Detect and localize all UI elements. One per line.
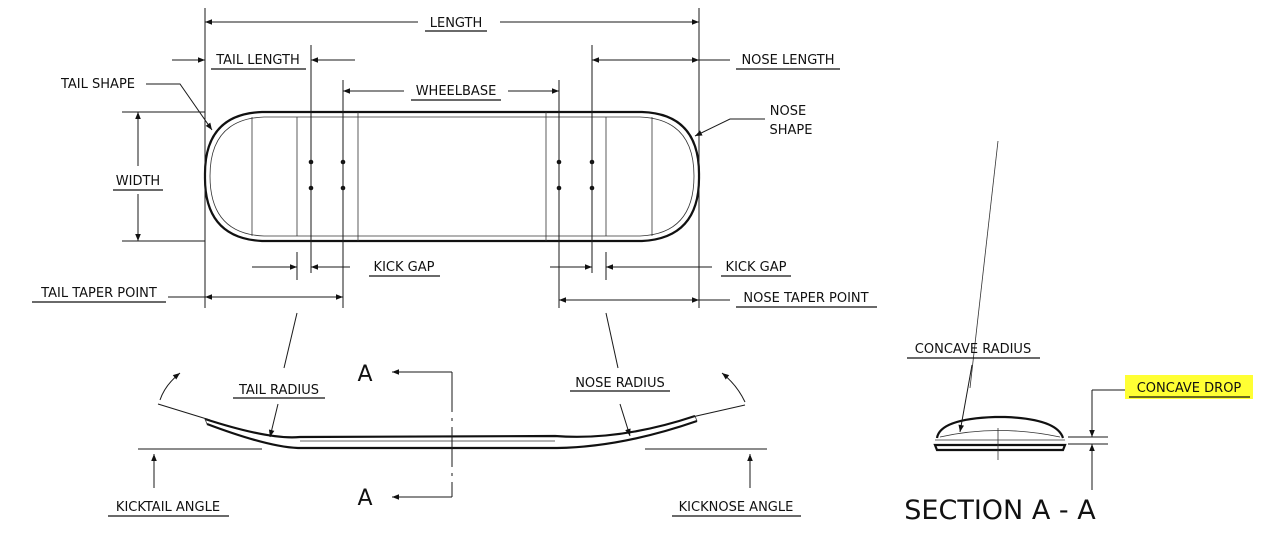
- nose-radius-leader: [605, 312, 619, 369]
- nose-truck-holes: [556, 159, 595, 191]
- deck-side-view: [138, 403, 767, 450]
- kicknose-angle-label: KICKNOSE ANGLE: [679, 500, 794, 515]
- tail-truck-holes: [308, 159, 346, 191]
- nose-shape-label-line1: NOSE: [770, 104, 806, 119]
- nose-length-dimension: NOSE LENGTH: [592, 53, 840, 70]
- wheelbase-label: WHEELBASE: [416, 84, 497, 99]
- tail-length-label: TAIL LENGTH: [215, 53, 300, 68]
- kick-gap-nose-label: KICK GAP: [726, 260, 787, 275]
- kicktail-angle-arc: [151, 372, 181, 488]
- concave-reference-line: [969, 140, 999, 389]
- section-cut-line: A A: [357, 362, 453, 511]
- deck-outline: [203, 110, 701, 243]
- nose-length-label: NOSE LENGTH: [741, 53, 834, 68]
- kicknose-angle-arc: [721, 372, 753, 488]
- deck-inner-outline: [209, 116, 695, 237]
- length-dimension: LENGTH: [205, 16, 699, 32]
- nose-taper-point-label: NOSE TAPER POINT: [743, 291, 868, 306]
- deck-side-top: [204, 414, 696, 439]
- tail-taper-point-label: TAIL TAPER POINT: [40, 286, 157, 301]
- deck-top-view: [203, 110, 701, 243]
- tail-radius-leader: [283, 312, 298, 369]
- concave-drop-highlight: [1125, 375, 1253, 399]
- kick-gap-nose-dimension: KICK GAP: [550, 252, 791, 280]
- width-label: WIDTH: [116, 174, 160, 189]
- width-dimension: WIDTH: [113, 112, 163, 241]
- tail-shape-callout: TAIL SHAPE: [60, 77, 213, 131]
- section-title: SECTION A - A: [904, 495, 1096, 526]
- nose-shape-label-line2: SHAPE: [770, 123, 813, 138]
- tail-radius-callout: TAIL RADIUS: [233, 383, 325, 438]
- cross-section-view: [933, 140, 1128, 490]
- nose-radius-label: NOSE RADIUS: [575, 376, 665, 391]
- tail-radius-label: TAIL RADIUS: [238, 383, 319, 398]
- tail-shape-label: TAIL SHAPE: [60, 77, 135, 92]
- section-marker-top: A: [357, 362, 372, 387]
- tail-length-dimension: TAIL LENGTH: [172, 53, 355, 70]
- section-marker-bottom: A: [357, 486, 372, 511]
- tail-taper-point-dimension: TAIL TAPER POINT: [32, 286, 343, 303]
- concave-radius-label: CONCAVE RADIUS: [915, 342, 1031, 357]
- cross-section-top: [935, 415, 1065, 439]
- nose-taper-point-dimension: NOSE TAPER POINT: [559, 291, 877, 308]
- nose-shape-callout: NOSE SHAPE: [694, 104, 813, 138]
- kick-gap-tail-label: KICK GAP: [374, 260, 435, 275]
- concave-drop-label: CONCAVE DROP: [1137, 381, 1242, 396]
- cross-section-bottom: [933, 443, 1067, 452]
- kick-gap-tail-dimension: KICK GAP: [252, 252, 440, 280]
- wheelbase-dimension: WHEELBASE: [343, 84, 559, 101]
- nose-radius-callout: NOSE RADIUS: [570, 376, 670, 437]
- deck-side-bottom: [206, 419, 698, 450]
- extension-lines: [122, 8, 700, 308]
- kicktail-angle-label: KICKTAIL ANGLE: [116, 500, 220, 515]
- length-label: LENGTH: [430, 16, 483, 31]
